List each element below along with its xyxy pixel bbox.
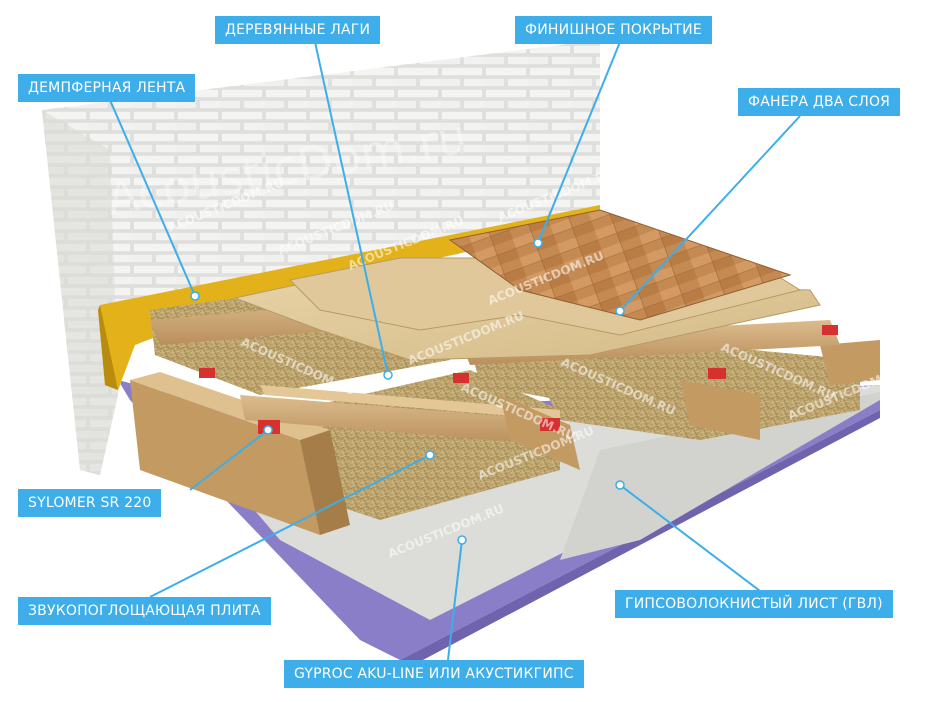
leader-gvl [619,484,769,598]
leader-wooden-joists [314,41,389,376]
leader-gyproc [447,539,463,661]
label-finish-coating: ФИНИШНОЕ ПОКРЫТИЕ [515,16,712,44]
damper-tape-shade [98,305,118,390]
leader-sound-plate [149,454,431,598]
leader-damper-tape [109,99,196,297]
label-wooden-joists: ДЕРЕВЯННЫЕ ЛАГИ [215,16,381,44]
label-plywood-two-layers: ФАНЕРА ДВА СЛОЯ [738,88,901,116]
gvl-sheet-right [560,392,880,560]
leader-dots [190,238,625,545]
label-sound-absorbing-plate: ЗВУКОПОГЛОЩАЮЩАЯ ПЛИТА [18,597,271,625]
label-sylomer: SYLOMER SR 220 [18,489,162,517]
leader-finish-coating [537,41,621,244]
label-damper-tape: ДЕМПФЕРНАЯ ЛЕНТА [18,74,196,102]
finish-parquet [448,209,792,321]
leader-plywood [619,115,801,312]
leader-sylomer [189,429,269,491]
label-gyproc: GYPROC AKU-LINE ИЛИ АКУСТИКГИПС [284,660,584,688]
label-gypsum-fiber-sheet: ГИПСОВОЛОКНИСТЫЙ ЛИСТ (ГВЛ) [615,590,893,618]
brick-wall [42,40,600,475]
brick-wall-side [42,110,118,475]
leader-lines [109,41,801,661]
